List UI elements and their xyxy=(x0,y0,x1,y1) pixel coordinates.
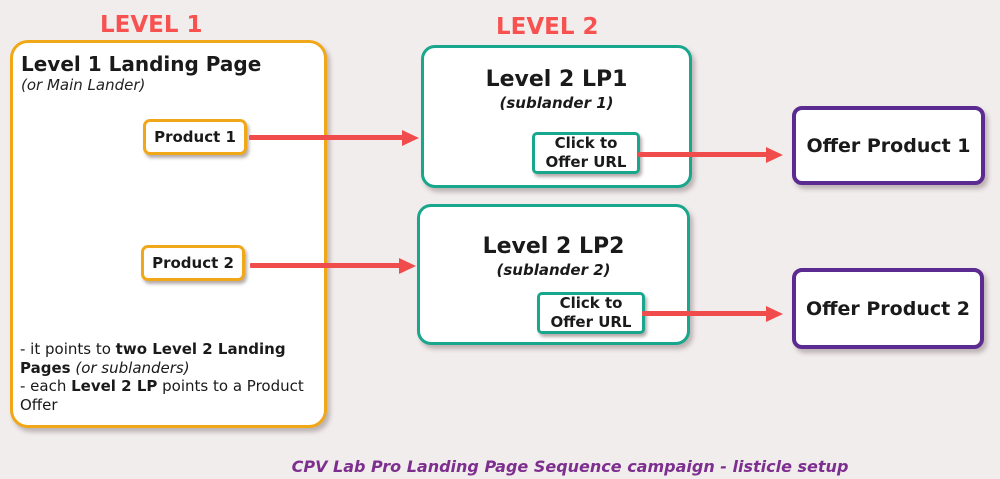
arrow-product2-to-lp2 xyxy=(250,263,400,268)
lp1-click-to-offer-url-label: Click to Offer URL xyxy=(545,134,627,171)
arrow-product1-to-lp1 xyxy=(249,135,403,140)
lp2-heading: Level 2 LP2 xyxy=(482,234,625,259)
level1-box-heading: Level 1 Landing Page xyxy=(21,52,262,76)
diagram-caption: CPV Lab Pro Landing Page Sequence campai… xyxy=(291,457,849,476)
lp2-subheading: (sublander 2) xyxy=(496,261,611,279)
product-1-label: Product 1 xyxy=(154,127,236,146)
level1-box-subheading: (or Main Lander) xyxy=(21,76,146,94)
level2-title: LEVEL 2 xyxy=(496,14,599,40)
offer-product-1-box: Offer Product 1 xyxy=(792,106,985,185)
lp1-subheading: (sublander 1) xyxy=(499,94,614,112)
lp1-heading: Level 2 LP1 xyxy=(485,67,628,92)
level1-title: LEVEL 1 xyxy=(100,12,203,38)
arrow-lp1-to-offer1 xyxy=(638,152,767,157)
offer-product-1-label: Offer Product 1 xyxy=(806,134,971,157)
offer-product-2-box: Offer Product 2 xyxy=(792,268,984,349)
product-1-button: Product 1 xyxy=(143,119,247,155)
lp1-click-to-offer-url-button: Click to Offer URL xyxy=(532,132,640,174)
lp2-click-to-offer-url-label: Click to Offer URL xyxy=(550,294,632,331)
offer-product-2-label: Offer Product 2 xyxy=(805,297,971,320)
product-2-label: Product 2 xyxy=(152,253,234,272)
level1-landing-page-box xyxy=(10,40,327,428)
level1-note-text: - it points to two Level 2 Landing Pages… xyxy=(20,340,304,414)
arrow-lp2-to-offer2 xyxy=(642,311,767,316)
lp2-click-to-offer-url-button: Click to Offer URL xyxy=(537,292,645,334)
product-2-button: Product 2 xyxy=(141,245,245,281)
